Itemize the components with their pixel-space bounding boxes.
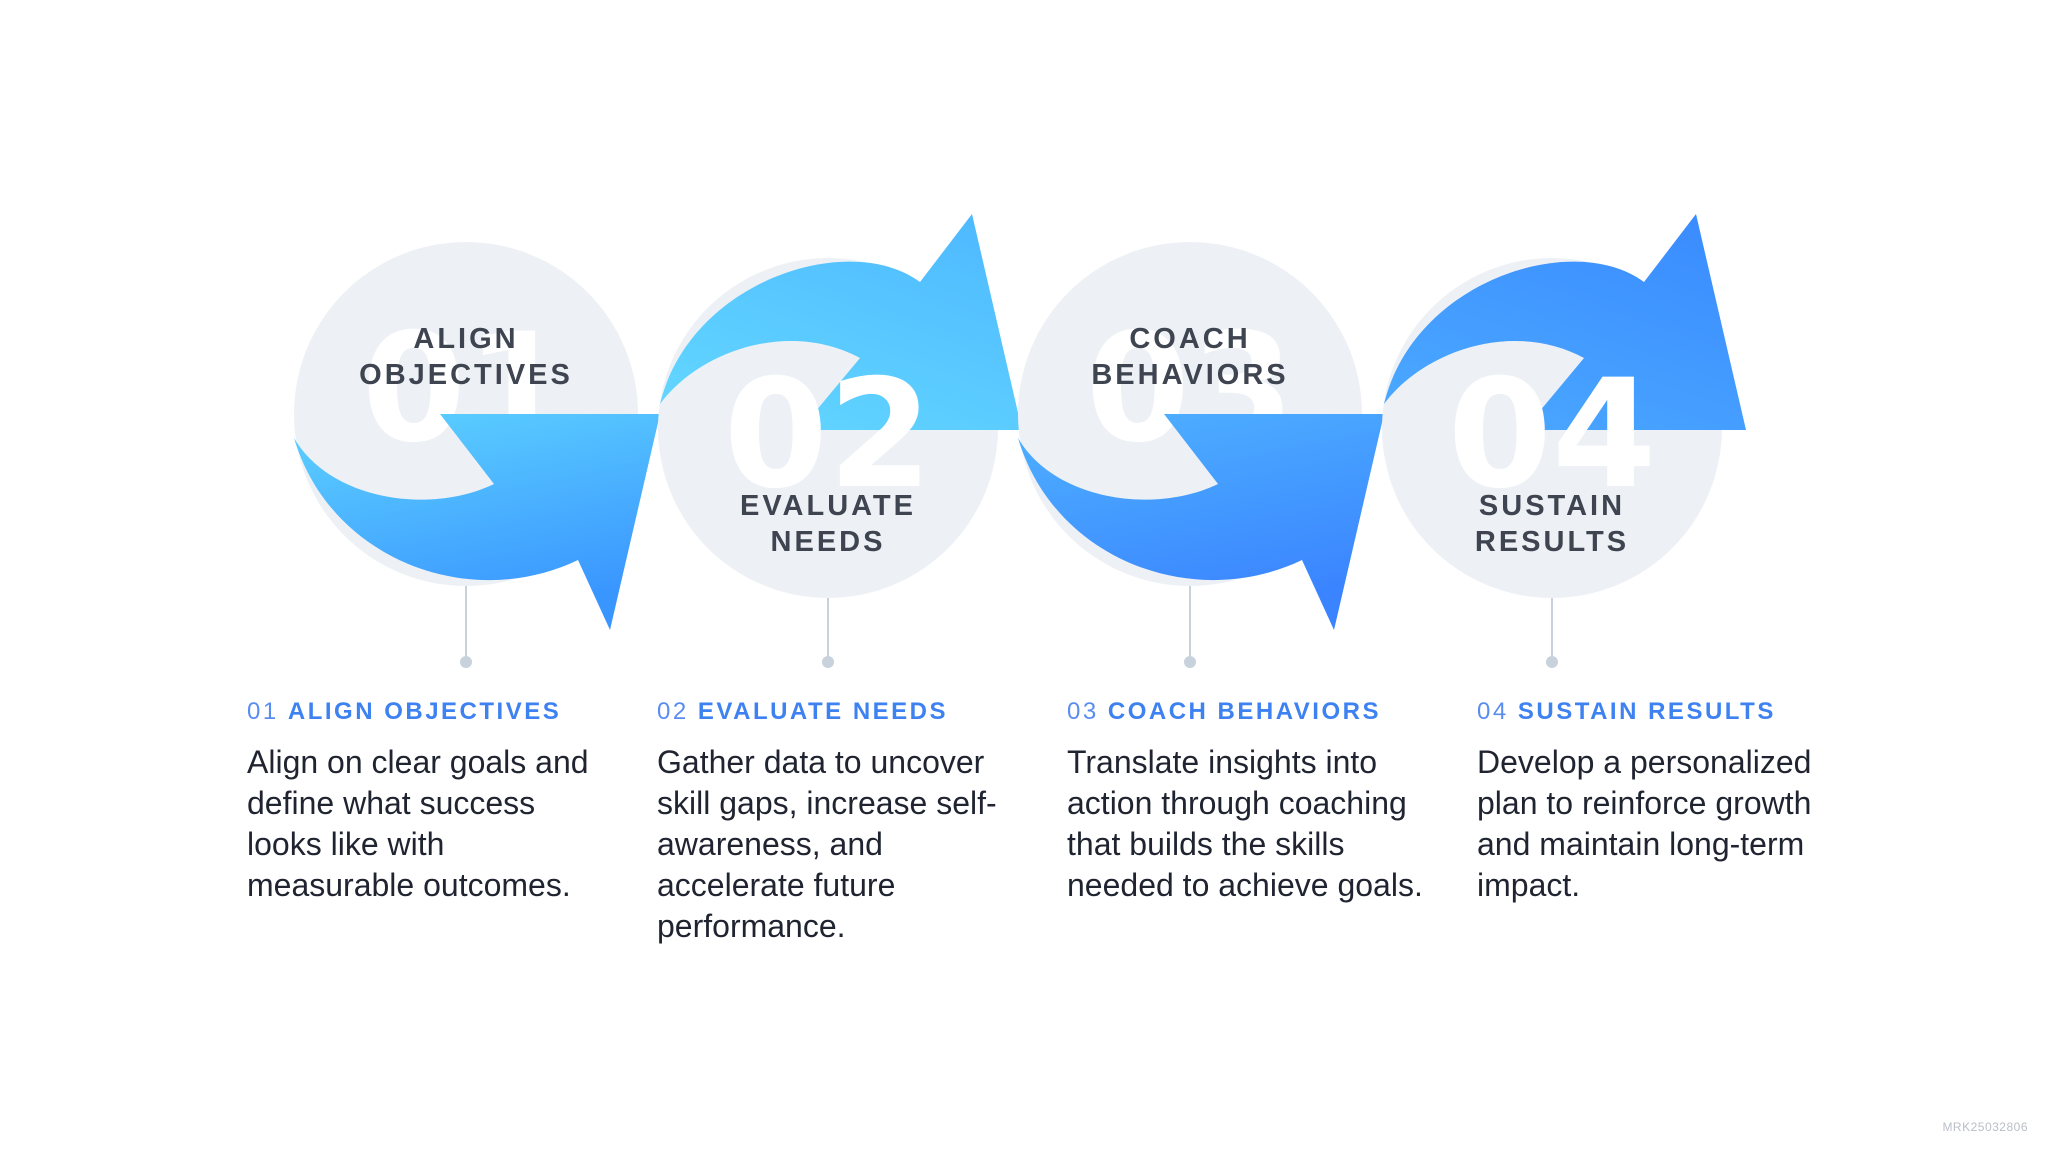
step-2-node: 02 EVALUATE NEEDS (658, 214, 1022, 668)
step-4-caption-number: 04 (1477, 698, 1509, 725)
step-3-node: 03 COACH BEHAVIORS (1018, 242, 1384, 668)
step-3-caption-name: COACH BEHAVIORS (1107, 698, 1381, 725)
document-code: MRK25032806 (1942, 1120, 2028, 1134)
step-1-description: Align on clear goals and define what suc… (247, 744, 589, 903)
step-4-label-line-2: RESULTS (1475, 526, 1629, 558)
step-3-caption-number: 03 (1067, 698, 1099, 725)
step-2-label-line-2: NEEDS (771, 526, 886, 558)
step-4-caption: 04 SUSTAIN RESULTS Develop a personalize… (1477, 698, 1837, 906)
step-2-caption-title: 02 EVALUATE NEEDS (657, 698, 1017, 726)
step-2-arrow (660, 214, 1022, 430)
step-4-caption-name: SUSTAIN RESULTS (1517, 698, 1776, 725)
step-2-label-line-1: EVALUATE (740, 490, 916, 522)
step-4-big-number: 04 (1448, 348, 1657, 522)
step-4-connector-dot (1546, 656, 1558, 668)
step-1-caption-title: 01 ALIGN OBJECTIVES (247, 698, 607, 726)
step-4-label-line-1: SUSTAIN (1479, 490, 1625, 522)
step-3-label-line-2: BEHAVIORS (1091, 359, 1288, 391)
step-2-big-number: 02 (724, 348, 933, 522)
step-1-caption-name: ALIGN OBJECTIVES (287, 698, 562, 725)
step-4-arrow (1384, 214, 1746, 430)
step-2-caption-number: 02 (657, 698, 689, 725)
step-3-arrow (1018, 414, 1384, 630)
step-3-caption-title: 03 COACH BEHAVIORS (1067, 698, 1427, 726)
step-1-caption-number: 01 (247, 698, 279, 725)
step-3-caption: 03 COACH BEHAVIORS Translate insights in… (1067, 698, 1427, 906)
step-3-connector-dot (1184, 656, 1196, 668)
step-3-description: Translate insights into action through c… (1067, 744, 1423, 903)
step-1-label-line-1: ALIGN (413, 323, 518, 355)
step-1-label-line-2: OBJECTIVES (359, 359, 573, 391)
step-1-arrow (294, 414, 660, 630)
step-4-node: 04 SUSTAIN RESULTS (1382, 214, 1746, 668)
step-4-caption-title: 04 SUSTAIN RESULTS (1477, 698, 1837, 726)
step-2-caption-name: EVALUATE NEEDS (697, 698, 949, 725)
step-1-connector-dot (460, 656, 472, 668)
step-2-caption: 02 EVALUATE NEEDS Gather data to uncover… (657, 698, 1017, 947)
step-4-description: Develop a personalized plan to reinforce… (1477, 744, 1812, 903)
step-1-caption: 01 ALIGN OBJECTIVES Align on clear goals… (247, 698, 607, 906)
step-2-connector-dot (822, 656, 834, 668)
step-2-description: Gather data to uncover skill gaps, incre… (657, 744, 997, 944)
step-3-label-line-1: COACH (1129, 323, 1250, 355)
step-1-node: 01 ALIGN OBJECTIVES (294, 242, 660, 668)
